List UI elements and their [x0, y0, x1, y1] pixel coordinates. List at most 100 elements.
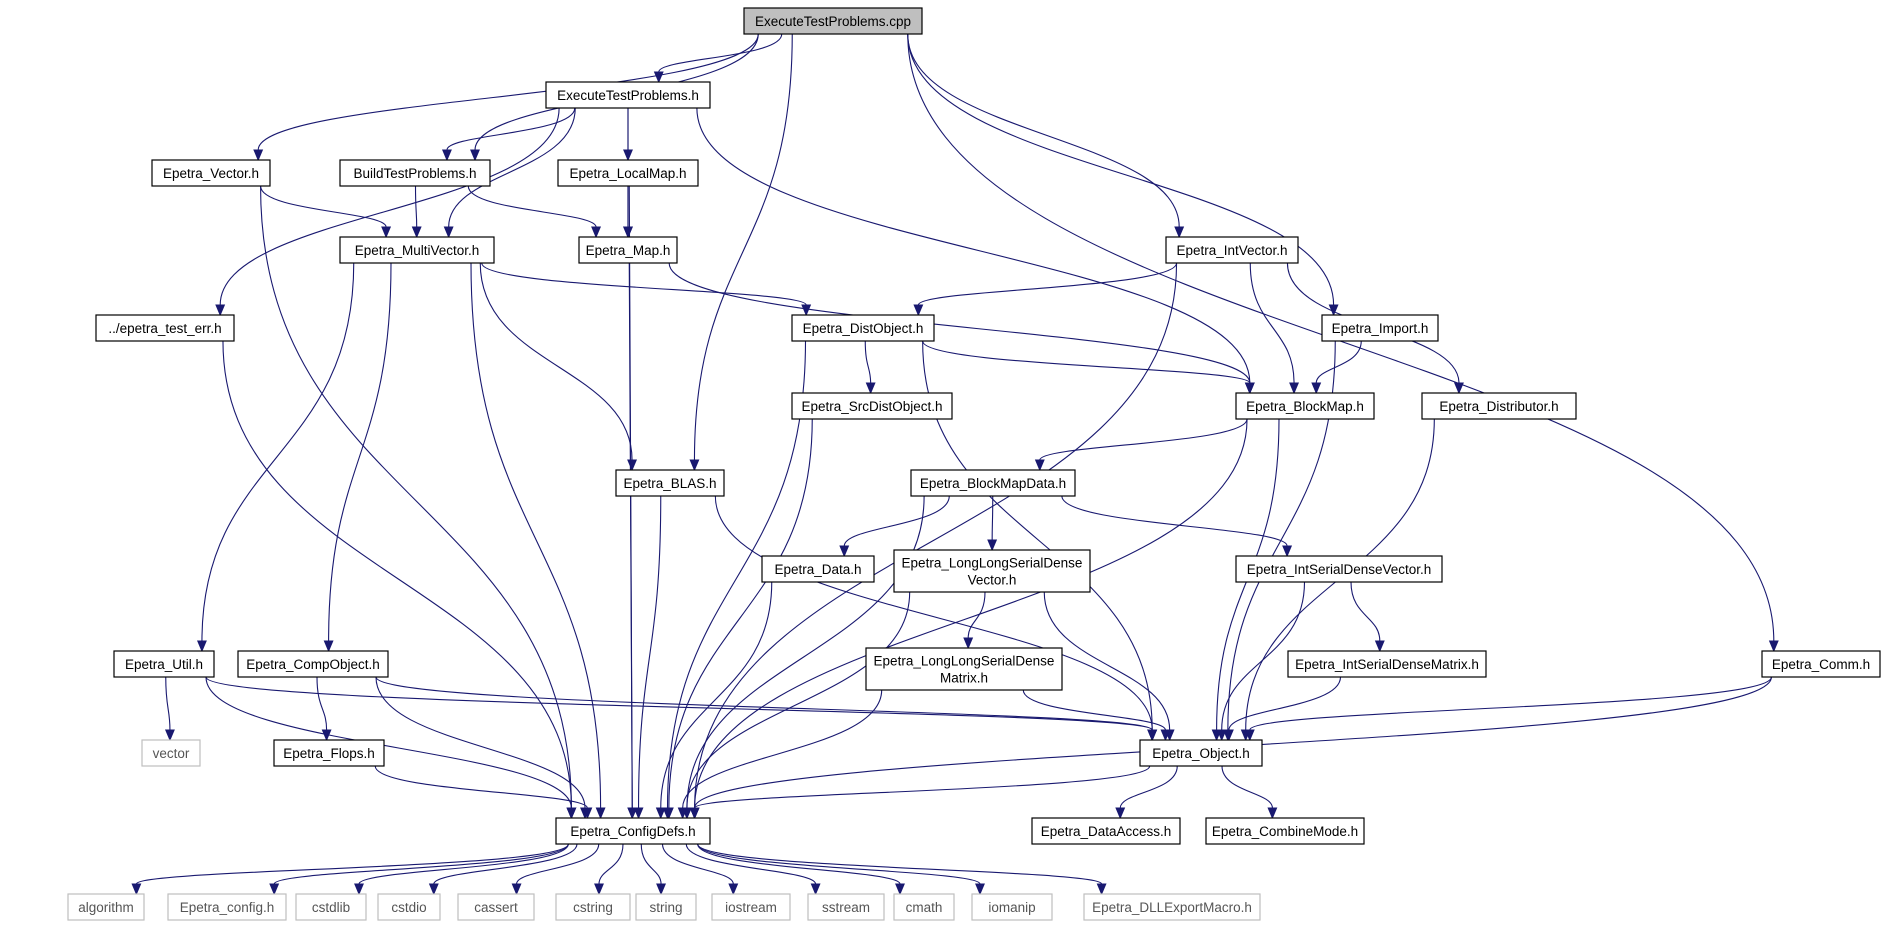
arrowhead-configdefs_h-to-cmath [895, 883, 905, 896]
arrowhead-configdefs_h-to-dllexport_h [1096, 883, 1107, 896]
node-label: Epetra_Vector.h [163, 166, 259, 181]
node-dataaccess-h[interactable]: Epetra_DataAccess.h [1031, 817, 1181, 845]
arrowhead-object_h-to-combinemode_h [1267, 807, 1278, 820]
node-data-h[interactable]: Epetra_Data.h [761, 555, 875, 583]
node-label: Vector.h [968, 573, 1017, 588]
arrowhead-multivector_h-to-compobject_h [323, 640, 334, 653]
node-srcdist-h[interactable]: Epetra_SrcDistObject.h [791, 392, 953, 420]
nodes-layer: ExecuteTestProblems.cppExecuteTestProble… [67, 7, 1881, 921]
node-label: cmath [906, 900, 943, 915]
node-box [791, 314, 935, 342]
node-label: Epetra_BLAS.h [623, 476, 716, 491]
node-label: Epetra_BlockMapData.h [920, 476, 1066, 491]
edge-blockmap_h-to-blockmapdata_h [1039, 418, 1248, 461]
arrowhead-blockmapdata_h-to-isdv_h [1282, 545, 1293, 558]
edge-data_h-to-configdefs_h [660, 581, 773, 809]
edge-etp_h-to-test_err_h [219, 107, 560, 306]
node-cstdlib: cstdlib [295, 893, 367, 921]
node-multivector-h[interactable]: Epetra_MultiVector.h [339, 236, 495, 264]
node-object-h[interactable]: Epetra_Object.h [1139, 739, 1263, 767]
node-box [1421, 392, 1577, 420]
node-isdv-h[interactable]: Epetra_IntSerialDenseVector.h [1235, 555, 1443, 583]
node-distributor-h[interactable]: Epetra_Distributor.h [1421, 392, 1577, 420]
node-box [457, 893, 535, 921]
node-box [141, 739, 201, 767]
node-box [578, 236, 678, 264]
node-blockmapdata-h[interactable]: Epetra_BlockMapData.h [910, 469, 1076, 497]
edge-blas_h-to-object_h [714, 495, 1153, 731]
node-import-h[interactable]: Epetra_Import.h [1321, 314, 1439, 342]
edge-etp_h-to-multivector_h [448, 107, 576, 228]
arrowhead-configdefs_h-to-cassert [511, 883, 522, 896]
edge-btp_h-to-multivector_h [414, 185, 418, 228]
node-label: cassert [474, 900, 518, 915]
edge-compobject_h-to-object_h [375, 676, 1153, 731]
edge-intvector_h-to-blockmap_h [1249, 262, 1295, 384]
node-cmath: cmath [893, 893, 955, 921]
edge-flops_h-to-configdefs_h [374, 765, 588, 809]
node-intvector-h[interactable]: Epetra_IntVector.h [1165, 236, 1299, 264]
node-box [807, 893, 885, 921]
edge-configdefs_h-to-dllexport_h [697, 843, 1103, 885]
node-box [711, 893, 791, 921]
node-box [237, 650, 389, 678]
node-label: Epetra_BlockMap.h [1246, 399, 1364, 414]
node-box [761, 555, 875, 583]
edge-distobject_h-to-blockmap_h [922, 340, 1251, 384]
node-box [971, 893, 1053, 921]
node-label: sstream [822, 900, 870, 915]
node-label: Epetra_CombineMode.h [1212, 824, 1358, 839]
edge-etp_cpp-to-import_h [907, 33, 1335, 306]
node-localmap-h[interactable]: Epetra_LocalMap.h [557, 159, 699, 187]
node-box [377, 893, 441, 921]
node-box [1235, 555, 1443, 583]
node-label: string [649, 900, 682, 915]
node-label: BuildTestProblems.h [353, 166, 476, 181]
arrowhead-blockmapdata_h-to-data_h [839, 545, 850, 558]
node-label: Epetra_IntSerialDenseMatrix.h [1295, 657, 1479, 672]
node-label: Matrix.h [940, 671, 988, 686]
edge-configdefs_h-to-cstdio [433, 843, 578, 885]
node-blas-h[interactable]: Epetra_BLAS.h [615, 469, 725, 497]
arrowhead-intvector_h-to-blockmap_h [1289, 382, 1300, 395]
node-configdefs-h[interactable]: Epetra_ConfigDefs.h [555, 817, 711, 845]
node-label: cstring [573, 900, 613, 915]
node-label: ../epetra_test_err.h [108, 321, 221, 336]
node-etp-cpp[interactable]: ExecuteTestProblems.cpp [743, 7, 923, 35]
edge-llsdm_h-to-configdefs_h [682, 689, 883, 809]
node-flops-h[interactable]: Epetra_Flops.h [273, 739, 385, 767]
arrowhead-configdefs_h-to-config_h [269, 883, 280, 896]
node-blockmap-h[interactable]: Epetra_BlockMap.h [1235, 392, 1375, 420]
arrowhead-multivector_h-to-util_h [196, 640, 207, 653]
node-box [1235, 392, 1375, 420]
edge-map_h-to-blockmap_h [668, 262, 1251, 384]
arrowhead-multivector_h-to-distobject_h [801, 304, 812, 317]
node-label: Epetra_LongLongSerialDense [902, 556, 1083, 571]
edge-configdefs_h-to-sstream [685, 843, 817, 885]
node-cassert: cassert [457, 893, 535, 921]
node-compobject-h[interactable]: Epetra_CompObject.h [237, 650, 389, 678]
node-etp-h[interactable]: ExecuteTestProblems.h [545, 81, 711, 109]
node-label: Epetra_Import.h [1332, 321, 1429, 336]
node-util-h[interactable]: Epetra_Util.h [113, 650, 215, 678]
edge-configdefs_h-to-cstring [598, 843, 624, 885]
node-combinemode-h[interactable]: Epetra_CombineMode.h [1205, 817, 1365, 845]
node-test-err-h[interactable]: ../epetra_test_err.h [95, 314, 235, 342]
node-isdm-h[interactable]: Epetra_IntSerialDenseMatrix.h [1287, 650, 1487, 678]
node-label: iomanip [988, 900, 1035, 915]
node-btp-h[interactable]: BuildTestProblems.h [339, 159, 491, 187]
arrowhead-multivector_h-to-configdefs_h [595, 807, 606, 820]
arrowhead-configdefs_h-to-iomanip [975, 883, 985, 896]
edge-util_h-to-vector [165, 676, 171, 731]
node-vector-h[interactable]: Epetra_Vector.h [151, 159, 271, 187]
node-label: Epetra_DistObject.h [803, 321, 924, 336]
node-comm-h[interactable]: Epetra_Comm.h [1761, 650, 1881, 678]
node-distobject-h[interactable]: Epetra_DistObject.h [791, 314, 935, 342]
node-map-h[interactable]: Epetra_Map.h [578, 236, 678, 264]
arrowhead-blockmapdata_h-to-llsdv_h [987, 539, 998, 552]
node-label: Epetra_LongLongSerialDense [874, 654, 1055, 669]
edge-util_h-to-object_h [205, 676, 1153, 731]
